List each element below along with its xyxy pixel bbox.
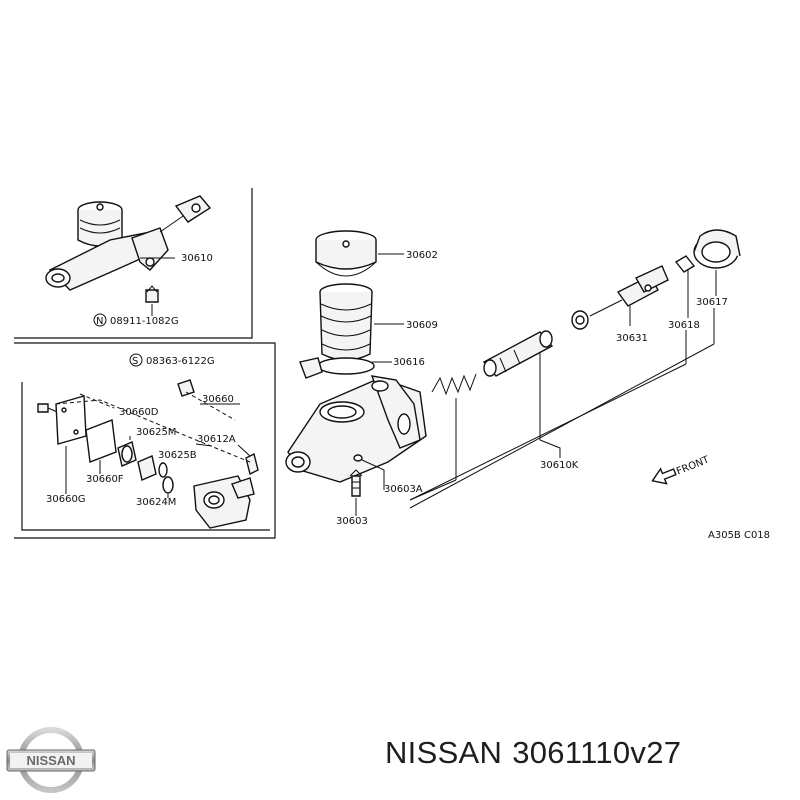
- label-30617: 30617: [696, 297, 728, 308]
- logo-wordmark: NISSAN: [26, 753, 75, 768]
- s-marker-circle: [129, 353, 143, 367]
- brand-name: NISSAN: [385, 735, 503, 770]
- label-30618: 30618: [668, 320, 700, 331]
- label-30624M: 30624M: [136, 497, 176, 508]
- inset-frame-top: [14, 188, 253, 339]
- label-30602: 30602: [406, 250, 438, 261]
- main-assembly: [285, 229, 741, 497]
- n-marker: N: [96, 316, 103, 327]
- label-30660G: 30660G: [46, 494, 86, 505]
- part-title: NISSAN 3061110v27: [385, 735, 691, 771]
- label-front: FRONT: [675, 454, 712, 477]
- part-number: 3061110v27: [512, 735, 682, 770]
- label-30660F: 30660F: [86, 474, 124, 485]
- label-30603A: 30603A: [384, 484, 423, 495]
- label-30612A: 30612A: [197, 434, 236, 445]
- label-30603: 30603: [336, 516, 368, 527]
- inset-frame-bottom: [14, 342, 276, 539]
- inset-slave-cylinder: [37, 379, 259, 529]
- inset-master-cylinder: [45, 195, 212, 316]
- label-08363-6122G: 08363-6122G: [146, 356, 215, 367]
- label-30631: 30631: [616, 333, 648, 344]
- n-marker-circle: [93, 313, 107, 327]
- label-30616: 30616: [393, 357, 425, 368]
- s-marker: S: [132, 356, 138, 367]
- label-30610: 30610: [181, 253, 213, 264]
- nissan-logo: NISSAN: [6, 727, 96, 793]
- label-08911-1082G: 08911-1082G: [110, 316, 179, 327]
- label-30610K: 30610K: [540, 460, 579, 471]
- label-30660D: 30660D: [119, 407, 159, 418]
- main-leader-lines: [355, 253, 717, 516]
- front-arrow: FRONT: [651, 454, 712, 485]
- diagram-code: A305B C018: [708, 530, 770, 541]
- label-30660: 30660: [202, 394, 234, 405]
- label-30625B: 30625B: [158, 450, 197, 461]
- label-30609: 30609: [406, 320, 438, 331]
- label-30625M: 30625M: [136, 427, 176, 438]
